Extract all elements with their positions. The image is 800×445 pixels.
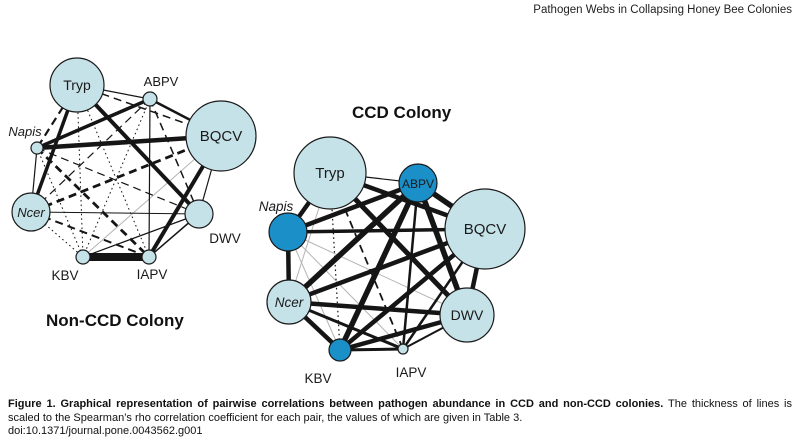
edge-nonccd-ABPV-Ncer (30, 98, 151, 213)
node-label-ccd-tryp: Tryp (315, 165, 344, 182)
node-label-ccd-napis: Napis (259, 199, 294, 214)
node-nonccd-dwv (184, 199, 214, 229)
edge-ccd-ABPV-IAPV (401, 182, 420, 350)
edge-nonccd-ABPV-IAPV (148, 98, 151, 258)
node-label-nonccd-napis: Napis (8, 124, 42, 139)
node-label-ccd-iapv: IAPV (396, 365, 427, 380)
edge-nonccd-Tryp-IAPV (76, 84, 150, 258)
edge-nonccd-ABPV-DWV (149, 98, 200, 215)
node-nonccd-tryp (49, 57, 105, 113)
node-label-nonccd-tryp: Tryp (63, 77, 91, 93)
running-head: Pathogen Webs in Collapsing Honey Bee Co… (533, 4, 792, 16)
caption-bold-lead: Figure 1. Graphical representation of pa… (8, 398, 664, 410)
edge-ccd-ABPV-KBV (337, 181, 421, 352)
node-label-ccd-ncer: Ncer (275, 295, 304, 310)
edge-ccd-ABPV-Ncer (287, 180, 420, 305)
node-nonccd-napis (30, 141, 44, 155)
node-label-ccd-dwv: DWV (451, 307, 484, 323)
edge-nonccd-Napis-KBV (36, 147, 84, 258)
edge-ccd-Ncer-DWV (288, 299, 468, 318)
node-ccd-dwv (439, 287, 495, 343)
node-nonccd-bqcv (185, 100, 257, 172)
node-nonccd-iapv (141, 249, 157, 265)
caption-body: The thickness of lines is scaled to the … (8, 398, 793, 424)
edge-nonccd-ABPV-KBV (82, 98, 151, 258)
caption-text: Figure 1. Graphical representation of pa… (8, 398, 792, 425)
node-label-nonccd-abpv: ABPV (144, 74, 179, 89)
edge-nonccd-Napis-DWV (36, 147, 200, 215)
edge-nonccd-Napis-IAPV (36, 146, 150, 259)
edge-nonccd-DWV-KBV (82, 213, 200, 258)
node-ccd-iapv (397, 343, 409, 355)
edge-ccd-Napis-IAPV (287, 231, 404, 350)
edge-nonccd-Tryp-DWV (75, 83, 201, 216)
edge-nonccd-BQCV-Ncer (30, 134, 222, 214)
edge-nonccd-Tryp-KBV (76, 84, 84, 258)
node-ccd-abpv (398, 163, 438, 203)
edge-nonccd-Ncer-IAPV (30, 211, 150, 258)
node-ccd-napis (268, 212, 308, 252)
node-nonccd-abpv (142, 91, 158, 107)
node-label-nonccd-kbv: KBV (51, 268, 78, 283)
node-nonccd-ncer (11, 192, 51, 232)
edge-nonccd-Ncer-DWV (30, 211, 200, 215)
edge-nonccd-ABPV-Napis (36, 97, 151, 150)
node-nonccd-kbv (75, 249, 91, 265)
non-ccd-colony-title: Non-CCD Colony (46, 311, 184, 330)
node-ccd-ncer (266, 279, 312, 325)
node-label-nonccd-iapv: IAPV (137, 267, 168, 282)
node-label-ccd-bqcv: BQCV (464, 221, 507, 238)
node-label-nonccd-dwv: DWV (209, 231, 241, 246)
node-ccd-kbv (328, 338, 352, 362)
caption-doi: doi:10.1371/journal.pone.0043562.g001 (8, 425, 203, 437)
node-label-nonccd-ncer: Ncer (17, 205, 45, 220)
node-label-nonccd-bqcv: BQCV (200, 128, 243, 145)
node-label-ccd-kbv: KBV (304, 371, 331, 386)
ccd-colony-title: CCD Colony (352, 103, 452, 122)
edge-ccd-ABPV-Napis (287, 180, 419, 235)
node-ccd-tryp (293, 136, 367, 210)
figure-caption: Figure 1. Graphical representation of pa… (8, 398, 792, 439)
node-ccd-bqcv (444, 188, 526, 270)
node-label-ccd-abpv: ABPV (402, 177, 434, 191)
